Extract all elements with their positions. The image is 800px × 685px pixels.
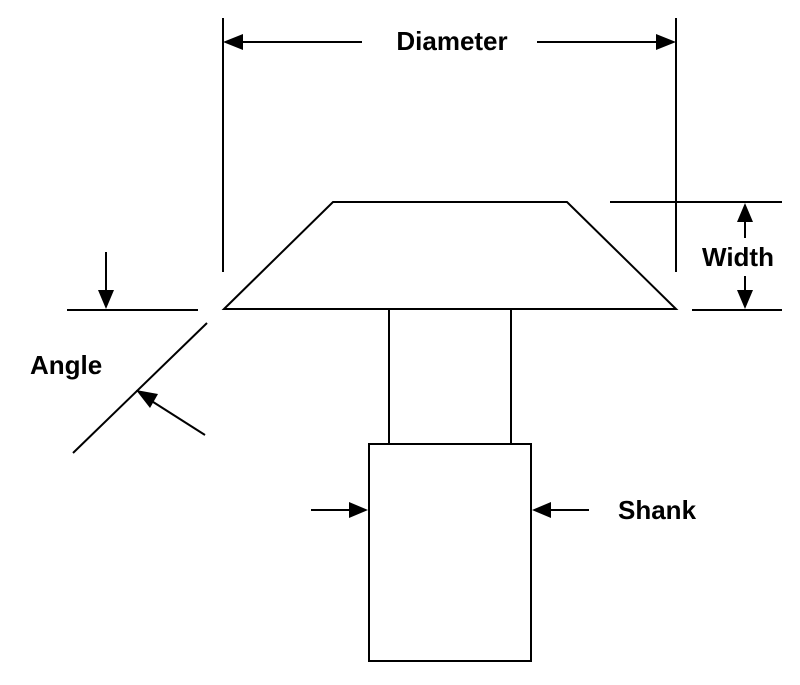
shank-label: Shank bbox=[618, 495, 697, 525]
rivet-head bbox=[221, 201, 679, 310]
diameter-arrowhead-right bbox=[656, 34, 676, 50]
diameter-arrowhead-left bbox=[223, 34, 243, 50]
angle-pointer-arrowhead bbox=[98, 290, 114, 309]
angle-indicator-arrowhead bbox=[136, 390, 158, 408]
width-label: Width bbox=[702, 242, 774, 272]
width-arrowhead-top bbox=[737, 203, 753, 222]
shank-arrowhead-right bbox=[532, 502, 551, 518]
angle-slope-line bbox=[72, 322, 208, 454]
diameter-label: Diameter bbox=[396, 26, 507, 56]
rivet-shank-body bbox=[368, 443, 532, 662]
angle-label: Angle bbox=[30, 350, 102, 380]
angle-indicator-line bbox=[149, 399, 206, 436]
width-arrowhead-bottom bbox=[737, 290, 753, 309]
shank-arrowhead-left bbox=[349, 502, 368, 518]
rivet-shank-neck bbox=[388, 309, 512, 444]
